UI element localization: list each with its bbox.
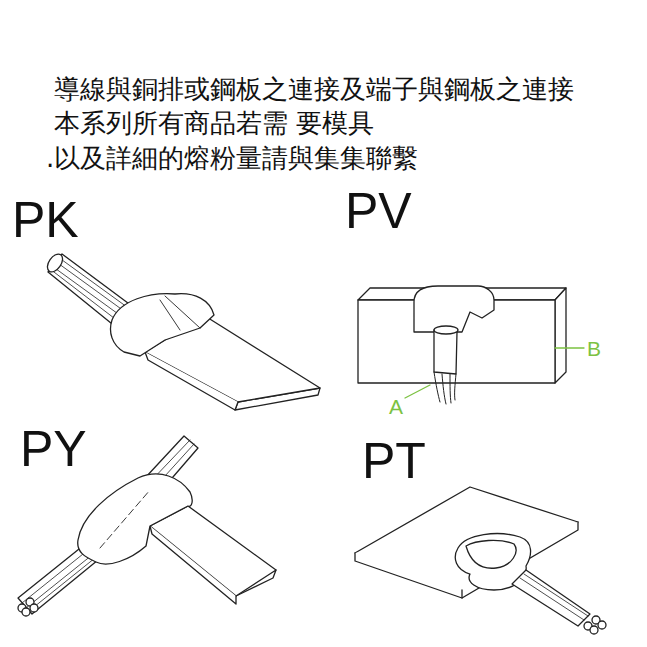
part-letter: B (587, 338, 601, 359)
pt-connection (355, 487, 606, 634)
model-label: PV (345, 186, 412, 236)
part-letter: A (389, 396, 403, 417)
model-label: PY (20, 424, 87, 474)
model-label: PT (362, 436, 426, 486)
header-note: 導線與銅排或鋼板之連接及端子與鋼板之連接 (54, 76, 574, 102)
pv-connection (358, 286, 584, 404)
model-label: PK (12, 195, 79, 245)
header-note: 本系列所有商品若需 要模具 (54, 110, 374, 136)
pk-connection (44, 251, 320, 410)
header-note: .以及詳細的熔粉量請與集集聯繫 (46, 145, 418, 171)
